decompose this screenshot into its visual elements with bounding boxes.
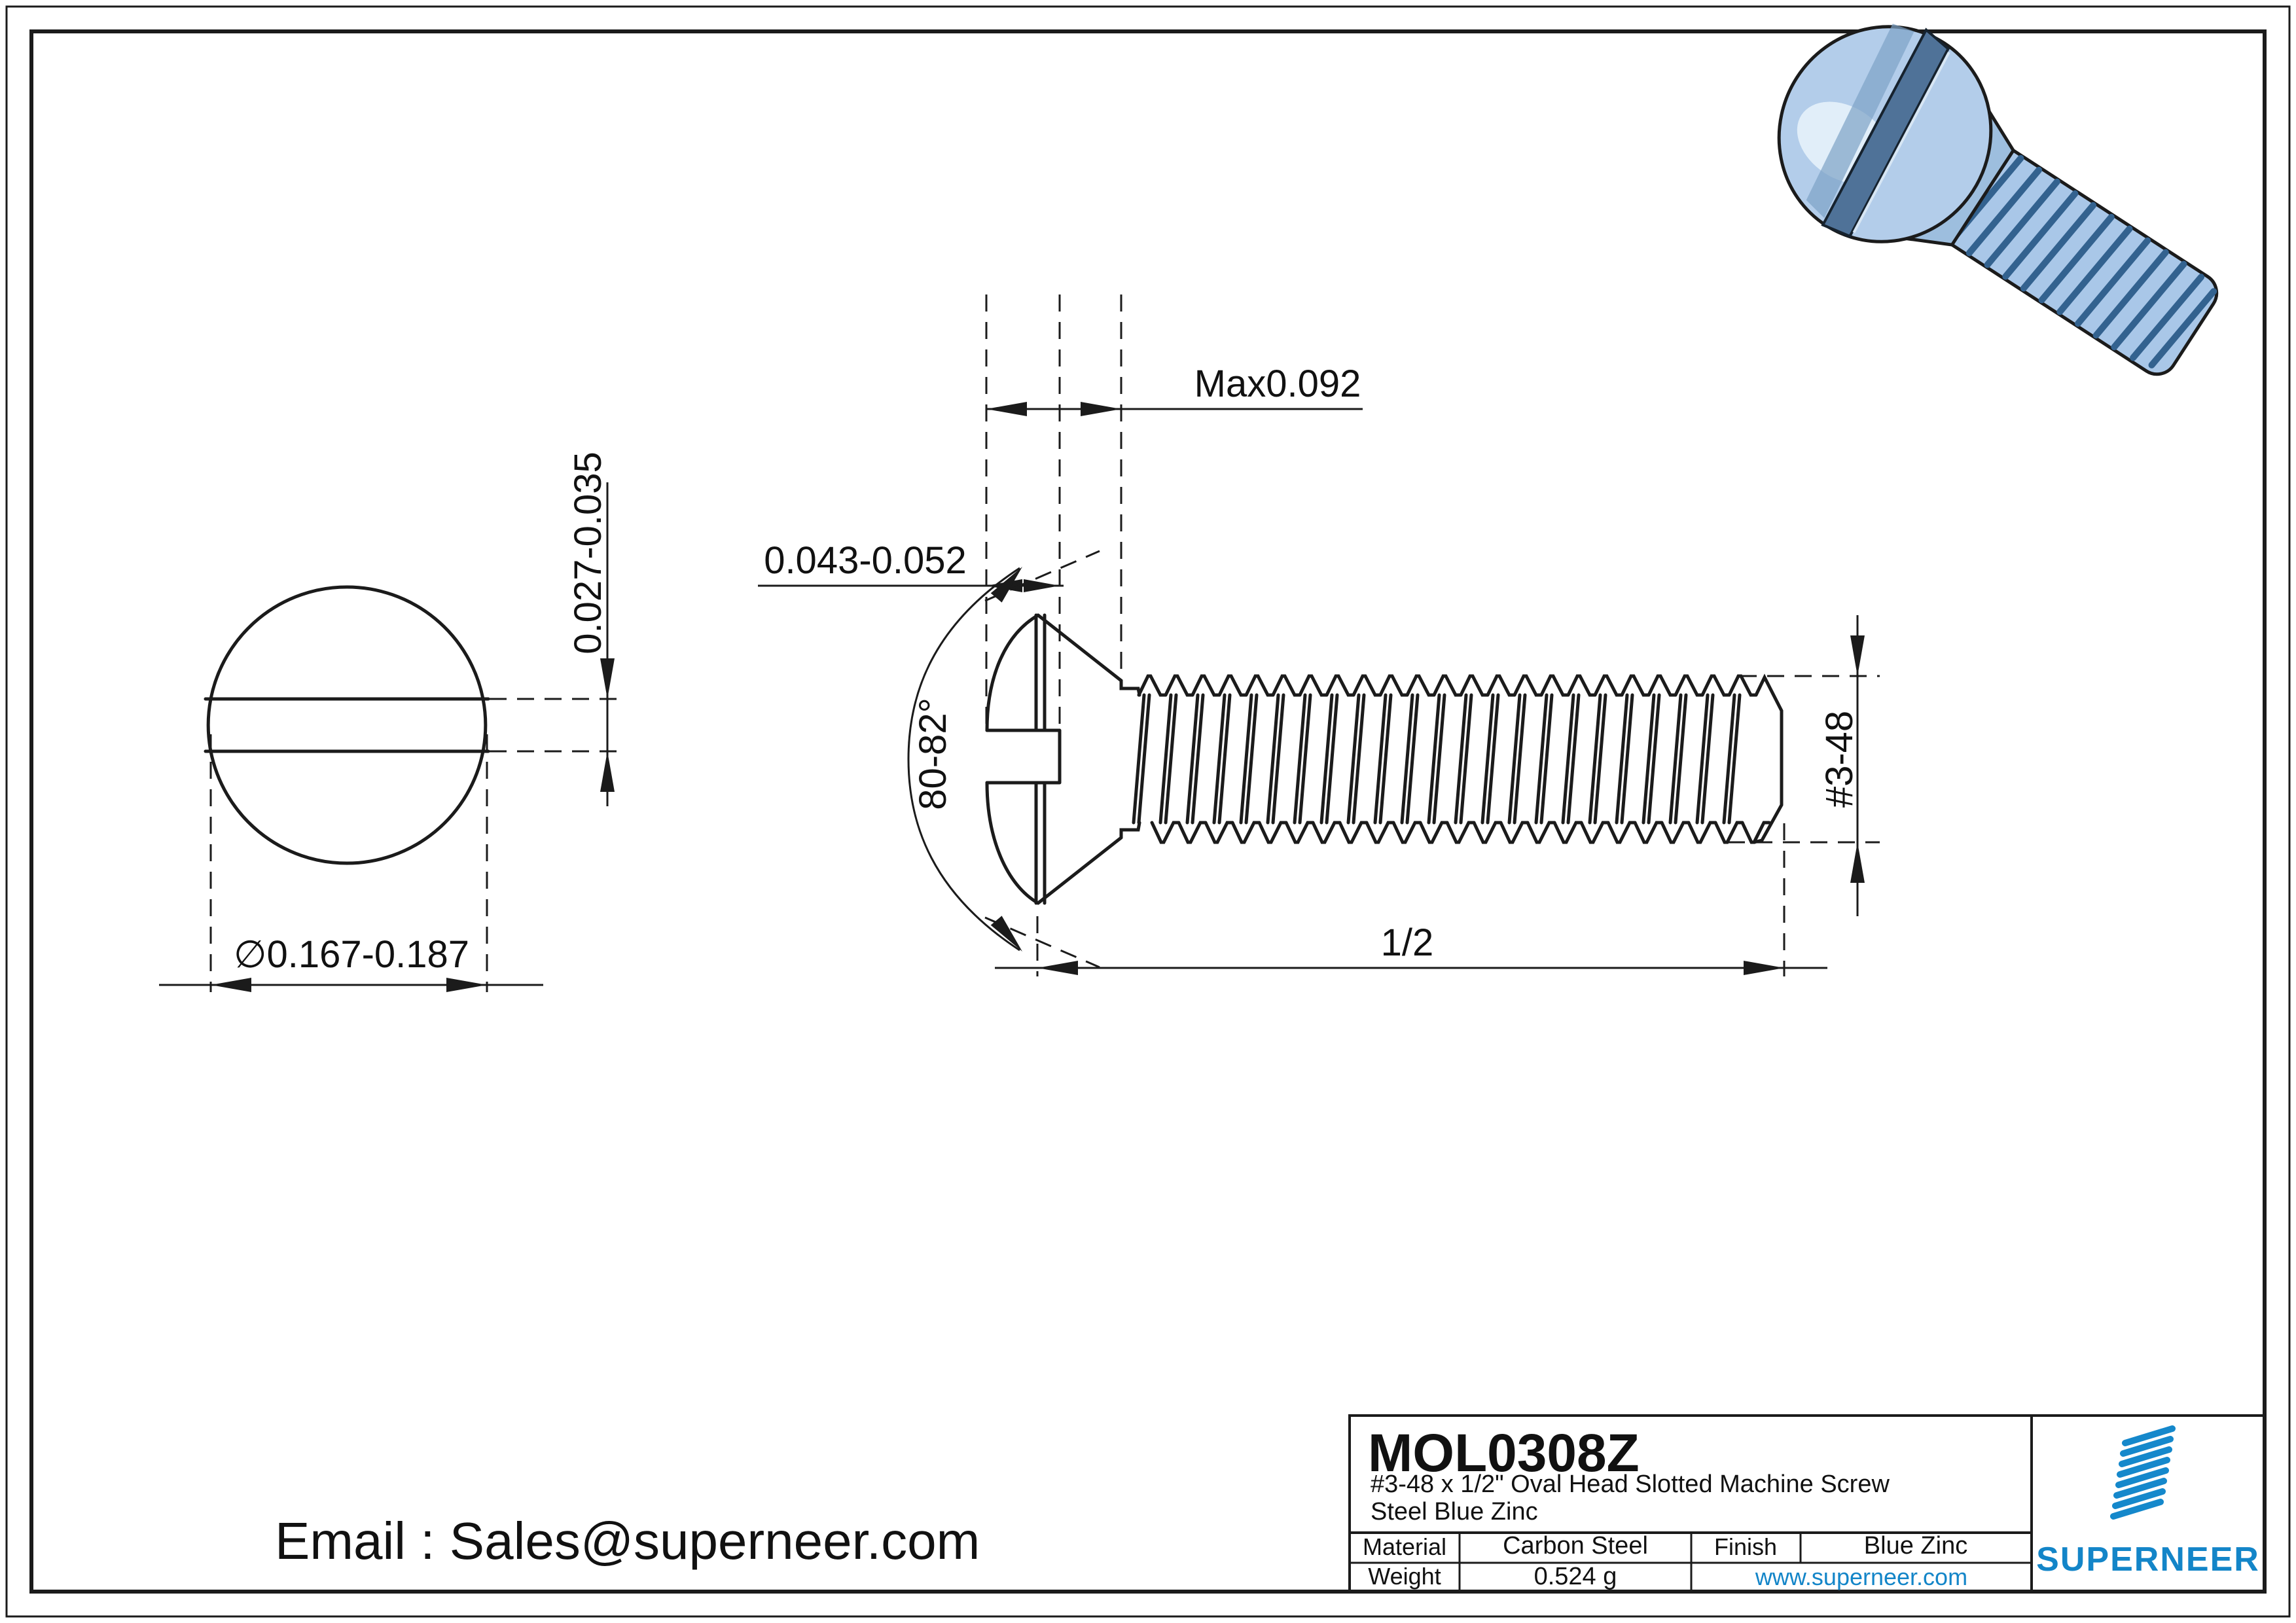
description-line1: #3-48 x 1/2" Oval Head Slotted Machine S… bbox=[1371, 1471, 1890, 1498]
dimension-thread-size: #3-48 bbox=[1728, 615, 1880, 916]
length-label: 1/2 bbox=[1381, 921, 1434, 964]
cone-bottom bbox=[1036, 836, 1123, 905]
head-diameter-label: ∅0.167-0.187 bbox=[234, 933, 469, 976]
outer-border bbox=[5, 5, 2291, 1618]
description-line2: Steel Blue Zinc bbox=[1371, 1498, 1538, 1525]
cone-top bbox=[1036, 613, 1123, 683]
dimension-slot-width: 0.027-0.035 bbox=[490, 452, 623, 806]
finish-label: Finish bbox=[1714, 1533, 1777, 1560]
superneer-logo-icon bbox=[2110, 1425, 2176, 1520]
dome-arc-upper bbox=[985, 613, 1040, 732]
title-block: MOL0308Z #3-48 x 1/2" Oval Head Slotted … bbox=[1348, 1414, 2266, 1594]
dome-arc-lower bbox=[985, 781, 1040, 905]
brand-name: SUPERNEER bbox=[2036, 1541, 2260, 1578]
dimension-length: 1/2 bbox=[995, 823, 1827, 976]
slot-shadow bbox=[1806, 24, 1914, 219]
material-label: Material bbox=[1363, 1533, 1446, 1560]
slot-depth-label: 0.043-0.052 bbox=[764, 539, 967, 582]
neck-bottom bbox=[1119, 821, 1141, 840]
side-view: Max0.092 0.043-0.052 80-82° #3-48 bbox=[758, 294, 1880, 976]
dimension-head-angle: 80-82° bbox=[907, 550, 1100, 969]
head-slot-groove bbox=[1821, 27, 1950, 238]
email-line[interactable]: Email : Sales@superneer.com bbox=[275, 1512, 980, 1570]
finish-value: Blue Zinc bbox=[1864, 1532, 1967, 1560]
head-height-label: Max0.092 bbox=[1194, 363, 1361, 405]
front-view: ∅0.167-0.187 0.027-0.035 bbox=[159, 452, 623, 992]
material-value: Carbon Steel bbox=[1503, 1532, 1648, 1560]
slot-edge-highlight bbox=[1852, 52, 1950, 234]
dimension-slot-depth: 0.043-0.052 bbox=[758, 539, 1064, 592]
slot-width-label: 0.027-0.035 bbox=[567, 452, 609, 654]
head-circle-top-arc bbox=[209, 585, 485, 701]
head-circle-bottom-arc bbox=[209, 749, 485, 865]
thread-profile bbox=[1134, 676, 1769, 842]
thread-end-chamfer bbox=[1752, 673, 1784, 844]
weight-value: 0.524 g bbox=[1534, 1563, 1617, 1590]
website-link[interactable]: www.superneer.com bbox=[1755, 1563, 1967, 1590]
head-angle-label: 80-82° bbox=[912, 698, 954, 810]
weight-label: Weight bbox=[1368, 1563, 1441, 1590]
neck-top bbox=[1119, 679, 1141, 697]
3d-screw-render bbox=[1777, 24, 2219, 376]
dimension-head-height: Max0.092 bbox=[985, 294, 1363, 728]
dimension-head-diameter: ∅0.167-0.187 bbox=[159, 734, 543, 992]
thread-size-label: #3-48 bbox=[1818, 711, 1861, 808]
head-circle-right-arc bbox=[481, 697, 488, 753]
part-number: MOL0308Z bbox=[1368, 1423, 1640, 1483]
slot-notch bbox=[985, 728, 1062, 785]
inner-border bbox=[29, 29, 2267, 1594]
